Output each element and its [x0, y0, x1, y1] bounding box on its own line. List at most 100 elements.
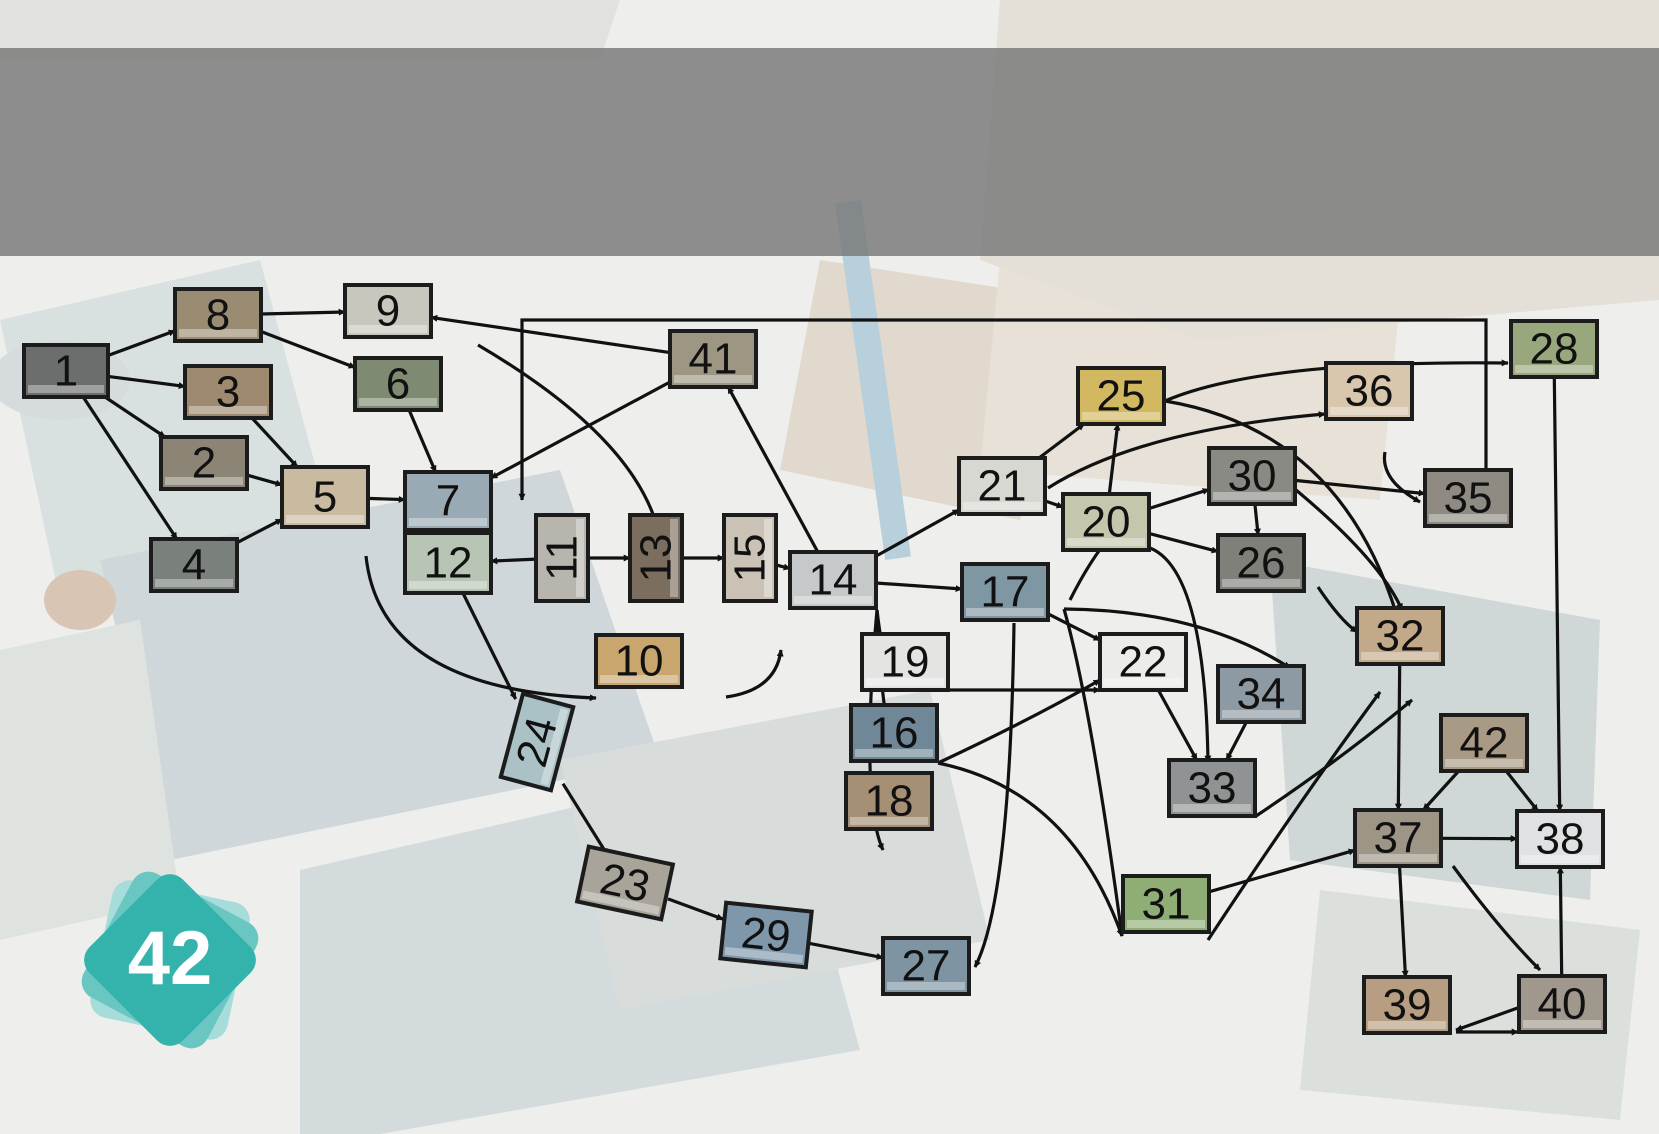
badge-number: 42 — [127, 916, 213, 1001]
node-36: 36 — [1324, 361, 1414, 421]
edge-15-to-14 — [775, 563, 791, 571]
node-39-label: 39 — [1383, 981, 1432, 1030]
node-11: 11 — [534, 513, 590, 603]
node-38-box — [1515, 809, 1605, 869]
node-8-label: 8 — [206, 291, 230, 340]
node-28: 28 — [1509, 319, 1599, 379]
edge-1-to-8 — [107, 329, 176, 358]
node-9-thumbnail-strip — [349, 325, 427, 333]
node-7-thumbnail-strip — [409, 518, 487, 526]
edge-22-to-33 — [1156, 689, 1199, 761]
node-37-label: 37 — [1374, 814, 1423, 863]
node-7-box — [403, 470, 493, 532]
node-30: 30 — [1207, 446, 1297, 506]
edge-1-to-4 — [81, 396, 179, 540]
edge-16-to-22 — [937, 678, 1101, 765]
node-26-label: 26 — [1237, 539, 1286, 588]
node-42: 42 — [1439, 713, 1529, 773]
edge-42-to-37 — [1422, 769, 1460, 812]
node-34-thumbnail-strip — [1222, 710, 1300, 718]
node-13-label: 13 — [632, 534, 681, 583]
node-14-label: 14 — [809, 556, 858, 605]
node-19-label: 19 — [881, 638, 930, 687]
node-9-box — [343, 283, 433, 339]
node-15: 15 — [722, 513, 778, 603]
edge-17-to-22 — [1047, 612, 1101, 642]
node-22-label: 22 — [1119, 638, 1168, 687]
edge-17-to-27 — [973, 622, 1016, 968]
edge-36-to-35 — [1382, 451, 1421, 504]
edge-2-to-5 — [246, 473, 283, 487]
node-13-box — [628, 513, 684, 603]
edge-11-to-12 — [490, 557, 537, 565]
edge-17-to-31 — [1062, 608, 1125, 937]
node-29-label: 29 — [739, 908, 793, 962]
edge-30-to-32 — [1294, 488, 1404, 611]
node-18: 18 — [844, 771, 934, 831]
node-32: 32 — [1355, 606, 1445, 666]
node-31-thumbnail-strip — [1127, 920, 1205, 928]
node-25-thumbnail-strip — [1082, 412, 1160, 420]
node-23: 23 — [574, 844, 676, 922]
node-20-label: 20 — [1082, 498, 1131, 547]
node-33-thumbnail-strip — [1173, 804, 1251, 812]
edge-16-to-31 — [937, 761, 1124, 937]
node-28-box — [1509, 319, 1599, 379]
node-42-thumbnail-strip — [1445, 759, 1523, 767]
node-3-box — [183, 364, 273, 420]
node-26-box — [1216, 533, 1306, 593]
node-29-thumbnail-strip — [724, 946, 804, 963]
node-21-thumbnail-strip — [963, 502, 1041, 510]
node-23-thumbnail-strip — [581, 890, 660, 915]
header-banner — [0, 48, 1659, 256]
edge-37-to-40 — [1451, 865, 1542, 972]
node-24: 24 — [498, 691, 576, 793]
node-17: 17 — [960, 562, 1050, 622]
node-2-thumbnail-strip — [165, 477, 243, 485]
edge-42-to-38 — [1504, 770, 1540, 812]
node-18-box — [844, 771, 934, 831]
edge-26-to-32 — [1316, 586, 1358, 634]
node-9: 9 — [343, 283, 433, 339]
edge-37-to-39 — [1397, 865, 1409, 978]
edge-41-to-7 — [490, 380, 671, 480]
node-31: 31 — [1121, 874, 1211, 934]
node-18-thumbnail-strip — [850, 817, 928, 825]
node-3-thumbnail-strip — [189, 406, 267, 414]
node-22-thumbnail-strip — [1104, 678, 1182, 686]
node-31-label: 31 — [1142, 880, 1191, 929]
edge-20-to-25 — [1107, 423, 1121, 495]
edge-21-to-25 — [1038, 422, 1085, 460]
edge-21-to-36 — [1047, 411, 1326, 490]
node-38-label: 38 — [1536, 815, 1585, 864]
node-10-box — [594, 633, 684, 689]
node-14-thumbnail-strip — [794, 596, 872, 604]
node-4: 4 — [149, 537, 239, 593]
node-31-box — [1121, 874, 1211, 934]
node-40: 40 — [1517, 974, 1607, 1034]
edge-21-to-20 — [1044, 499, 1064, 509]
node-34-label: 34 — [1237, 670, 1286, 719]
node-12: 12 — [403, 531, 493, 595]
edge-32-to-37 — [1394, 663, 1402, 811]
node-41-thumbnail-strip — [674, 375, 752, 383]
node-22: 22 — [1098, 632, 1188, 692]
node-8-thumbnail-strip — [179, 329, 257, 337]
node-35-label: 35 — [1444, 474, 1493, 523]
node-16-box — [849, 703, 939, 763]
node-33: 33 — [1167, 758, 1257, 818]
edge-34-to-33 — [1225, 721, 1248, 761]
node-6: 6 — [353, 356, 443, 412]
node-21-box — [957, 456, 1047, 516]
node-4-box — [149, 537, 239, 593]
node-18-label: 18 — [865, 777, 914, 826]
edge-8-to-6 — [260, 330, 356, 369]
node-5-thumbnail-strip — [286, 515, 364, 523]
edge-14-to-21 — [875, 508, 960, 558]
node-11-thumbnail-strip — [576, 519, 584, 597]
node-16-label: 16 — [870, 709, 919, 758]
node-27-label: 27 — [902, 942, 951, 991]
edge-17-to-34 — [1063, 607, 1291, 670]
edge-14-to-41 — [726, 386, 820, 553]
node-19-thumbnail-strip — [866, 678, 944, 686]
